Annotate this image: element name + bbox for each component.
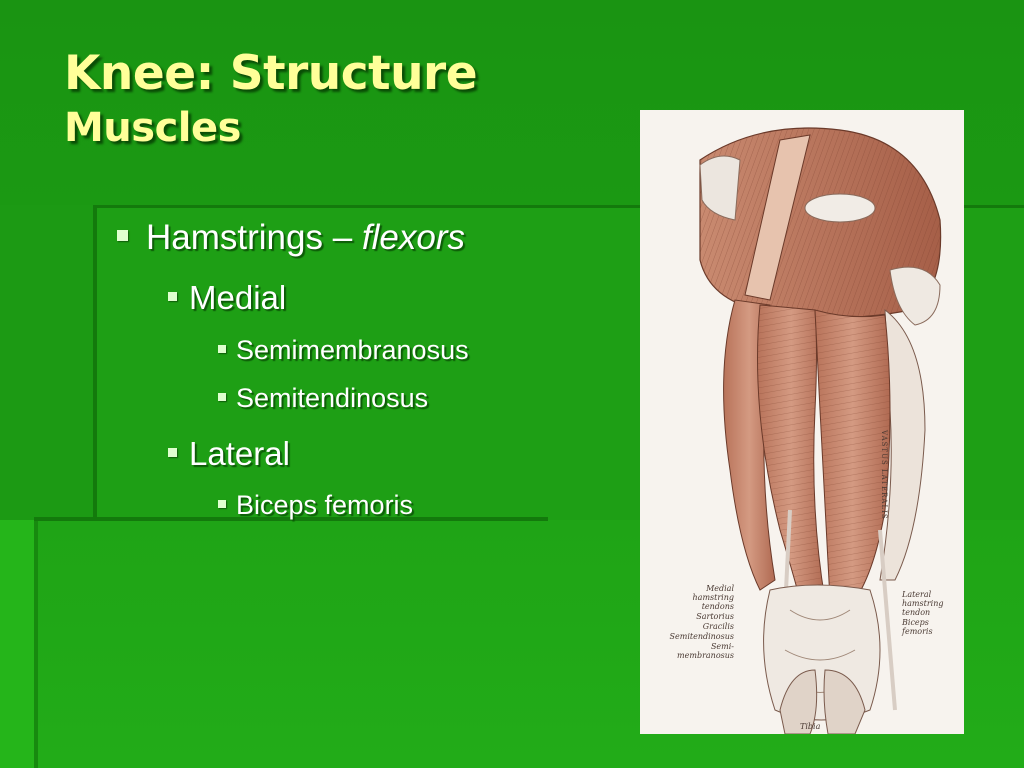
bullet-hamstrings: Hamstrings – flexors: [117, 218, 465, 258]
bullet-semimembranosus: Semimembranosus: [218, 335, 469, 366]
bullet-lateral: Lateral: [168, 435, 290, 473]
label-biceps-femoris: Biceps femoris: [902, 618, 933, 636]
vastus-lateralis-shape: [879, 308, 926, 581]
label-tibia: Tibia: [800, 722, 821, 731]
knee-popliteal-shape: [763, 584, 881, 721]
label-lateral-hamstring: Lateral hamstring tendon: [902, 590, 944, 617]
gastrocnemius-medial-shape: [779, 669, 818, 734]
bullet-text: Lateral: [189, 435, 290, 472]
panel-edge-vertical: [93, 205, 97, 520]
lower-panel-edge-horizontal: [34, 517, 548, 521]
label-semimembranosus: Semi- membranosus: [677, 642, 734, 660]
bullet-semitendinosus: Semitendinosus: [218, 383, 428, 414]
iliac-crest-shape: [699, 155, 741, 221]
label-sartorius: Sartorius: [696, 612, 734, 621]
ligament-band-shape: [744, 134, 811, 301]
slide-title: Knee: Structure Muscles: [64, 44, 478, 152]
square-bullet-icon: [218, 392, 226, 401]
background-left-strip: [0, 520, 34, 768]
label-vastus-lateralis: VASTUS LATERALIS: [880, 430, 888, 520]
square-bullet-icon: [218, 499, 226, 508]
trochanter-shape: [889, 266, 941, 326]
semitendinosus-fibers: [757, 305, 825, 600]
biceps-femoris-fibers: [815, 310, 890, 600]
bullet-emphasis: flexors: [361, 218, 465, 257]
title-line-1: Knee: Structure: [64, 46, 478, 101]
bullet-text: Semimembranosus: [236, 335, 469, 365]
bullet-text: Hamstrings –: [146, 218, 362, 257]
anatomy-illustration: Medial hamstring tendons Sartorius Graci…: [640, 110, 964, 734]
square-bullet-icon: [218, 344, 226, 353]
panel-edge-horizontal: [93, 205, 1024, 208]
title-line-2: Muscles: [64, 105, 241, 151]
square-bullet-icon: [168, 447, 177, 457]
bullet-text: Semitendinosus: [236, 383, 429, 413]
bullet-text: Medial: [189, 279, 287, 316]
square-bullet-icon: [117, 230, 128, 242]
label-medial-hamstring: Medial hamstring tendons: [692, 584, 734, 611]
tendon-shape: [804, 193, 876, 223]
bullet-biceps-femoris: Biceps femoris: [218, 490, 413, 521]
gastrocnemius-lateral-shape: [823, 669, 866, 734]
bullet-medial: Medial: [168, 279, 286, 317]
square-bullet-icon: [168, 291, 177, 301]
bullet-text: Biceps femoris: [236, 490, 414, 520]
lower-panel-edge-vertical: [34, 520, 38, 768]
lateral-tendon-line: [878, 529, 897, 711]
thigh-muscles-drawing: [699, 127, 942, 734]
label-semitendinosus: Semitendinosus: [669, 632, 734, 641]
label-gracilis: Gracilis: [702, 622, 734, 631]
